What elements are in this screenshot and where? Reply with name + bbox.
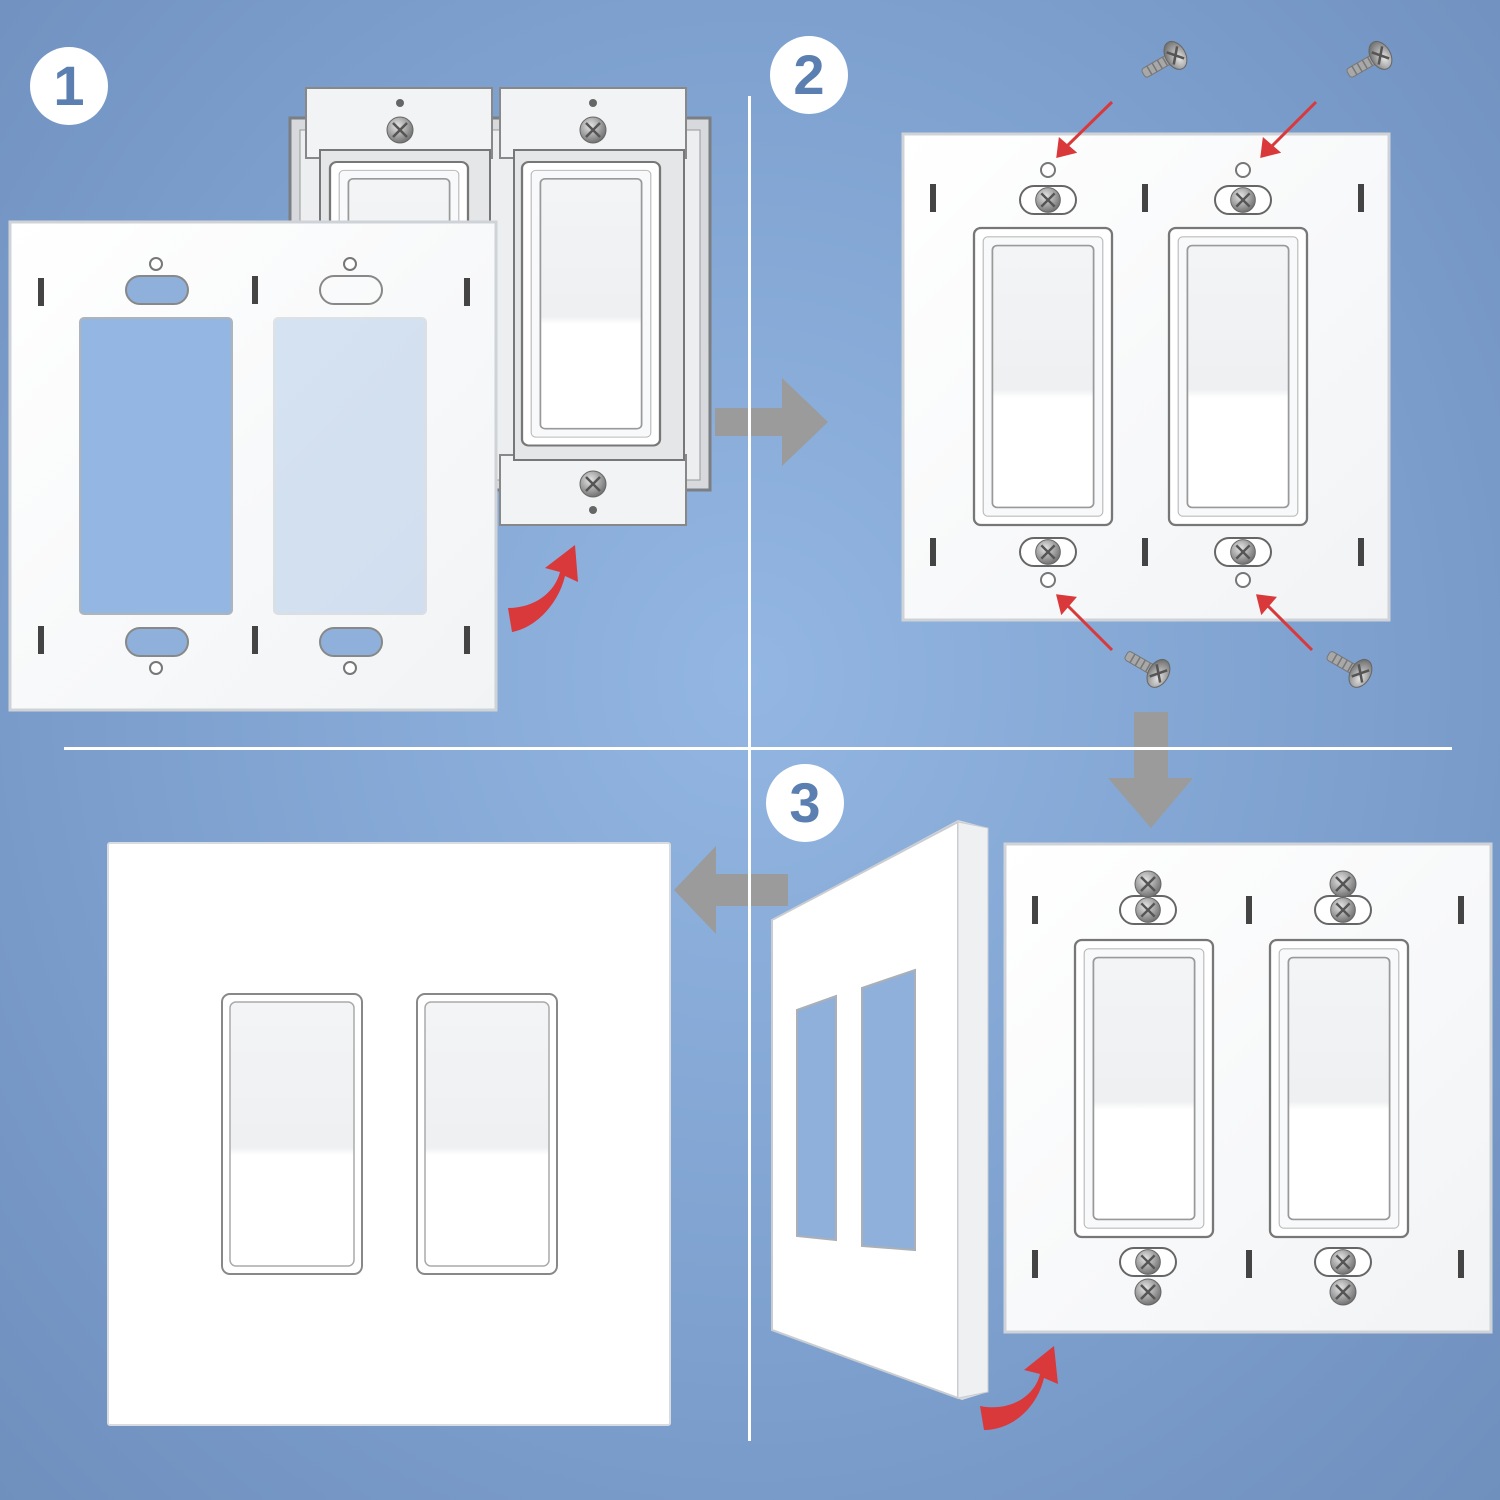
arrow-left-icon bbox=[674, 846, 788, 934]
screw-icon bbox=[1339, 36, 1398, 89]
step1-wall-plate-adapter bbox=[8, 220, 498, 712]
step2-assembled-switches bbox=[901, 132, 1391, 622]
step3-cover-plate-angled bbox=[771, 820, 989, 1400]
curved-arrow-icon bbox=[980, 1346, 1058, 1430]
vertical-divider bbox=[748, 96, 751, 1441]
screw-icon bbox=[1134, 36, 1193, 89]
step-2-badge: 2 bbox=[770, 36, 848, 114]
screw-icon bbox=[1117, 640, 1176, 693]
step-3-badge: 3 bbox=[766, 764, 844, 842]
final-result-plate bbox=[107, 842, 671, 1426]
screw-icon bbox=[1319, 640, 1378, 693]
arrow-down-icon bbox=[1108, 712, 1193, 828]
arrow-right-icon bbox=[715, 378, 828, 466]
horizontal-divider bbox=[64, 747, 1452, 750]
step-1-badge: 1 bbox=[30, 47, 108, 125]
curved-arrow-icon bbox=[508, 545, 578, 632]
step3-assembled-switches bbox=[1003, 842, 1493, 1334]
step2-red-arrows bbox=[1056, 100, 1318, 652]
